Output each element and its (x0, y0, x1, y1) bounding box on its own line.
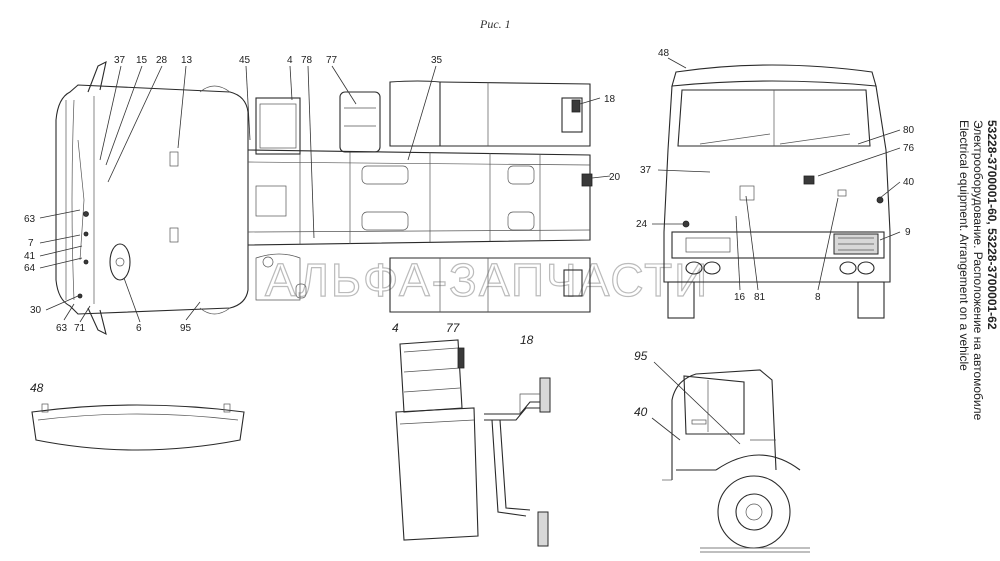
callout-40-side: 40 (634, 405, 648, 419)
callout-13: 13 (181, 55, 193, 66)
visor-detail: 48 (30, 381, 245, 451)
top-view (55, 60, 593, 336)
callout-7: 7 (28, 238, 34, 249)
callout-41: 41 (24, 251, 36, 262)
callout-4-detail: 4 (392, 321, 399, 335)
callout-48-front: 48 (658, 48, 670, 59)
callout-77-detail: 77 (446, 321, 461, 335)
front-view-callouts: 48 80 76 37 40 9 24 16 81 8 (636, 48, 915, 303)
callout-6: 6 (136, 323, 142, 334)
callout-95-top: 95 (180, 323, 192, 334)
callout-95-side: 95 (634, 349, 648, 363)
callout-76: 76 (903, 143, 915, 154)
front-view (663, 64, 891, 319)
callout-4-top: 4 (287, 55, 293, 66)
top-view-callouts: 37 15 28 13 45 4 78 77 35 18 20 63 7 41 … (24, 55, 621, 334)
watermark: АЛЬФА-ЗАПЧАСТИ (265, 254, 709, 306)
callout-63-upper: 63 (24, 214, 36, 225)
bracket-detail: 18 (484, 333, 551, 547)
callout-30: 30 (30, 305, 42, 316)
callout-16: 16 (734, 292, 746, 303)
callout-80: 80 (903, 125, 915, 136)
title-line-2: Электрооборудование. Расположение на авт… (971, 120, 985, 421)
figure-caption: Рис. 1 (479, 17, 511, 31)
callout-64: 64 (24, 263, 36, 274)
callout-37-front: 37 (640, 165, 652, 176)
title-line-1: 53228-3700001-60, 53228-3700001-62 (985, 120, 999, 330)
callout-9: 9 (905, 227, 911, 238)
callout-18-detail: 18 (520, 333, 534, 347)
callout-15: 15 (136, 55, 148, 66)
callout-20: 20 (609, 172, 621, 183)
title-line-3: Electrical equipment. Arrangement on a v… (957, 120, 971, 371)
callout-77-top: 77 (326, 55, 338, 66)
callout-24: 24 (636, 219, 648, 230)
side-view: 95 40 (634, 349, 810, 553)
callout-18-top: 18 (604, 94, 616, 105)
callout-81: 81 (754, 292, 766, 303)
callout-35: 35 (431, 55, 443, 66)
callout-40-front: 40 (903, 177, 915, 188)
callout-71: 71 (74, 323, 86, 334)
battery-detail: 4 77 (392, 321, 479, 541)
callout-37-top: 37 (114, 55, 126, 66)
callout-48-visor: 48 (30, 381, 44, 395)
callout-63-lower: 63 (56, 323, 68, 334)
callout-28: 28 (156, 55, 168, 66)
vertical-title: 53228-3700001-60, 53228-3700001-62 Элект… (957, 120, 999, 421)
callout-45: 45 (239, 55, 251, 66)
callout-78: 78 (301, 55, 313, 66)
callout-8: 8 (815, 292, 821, 303)
